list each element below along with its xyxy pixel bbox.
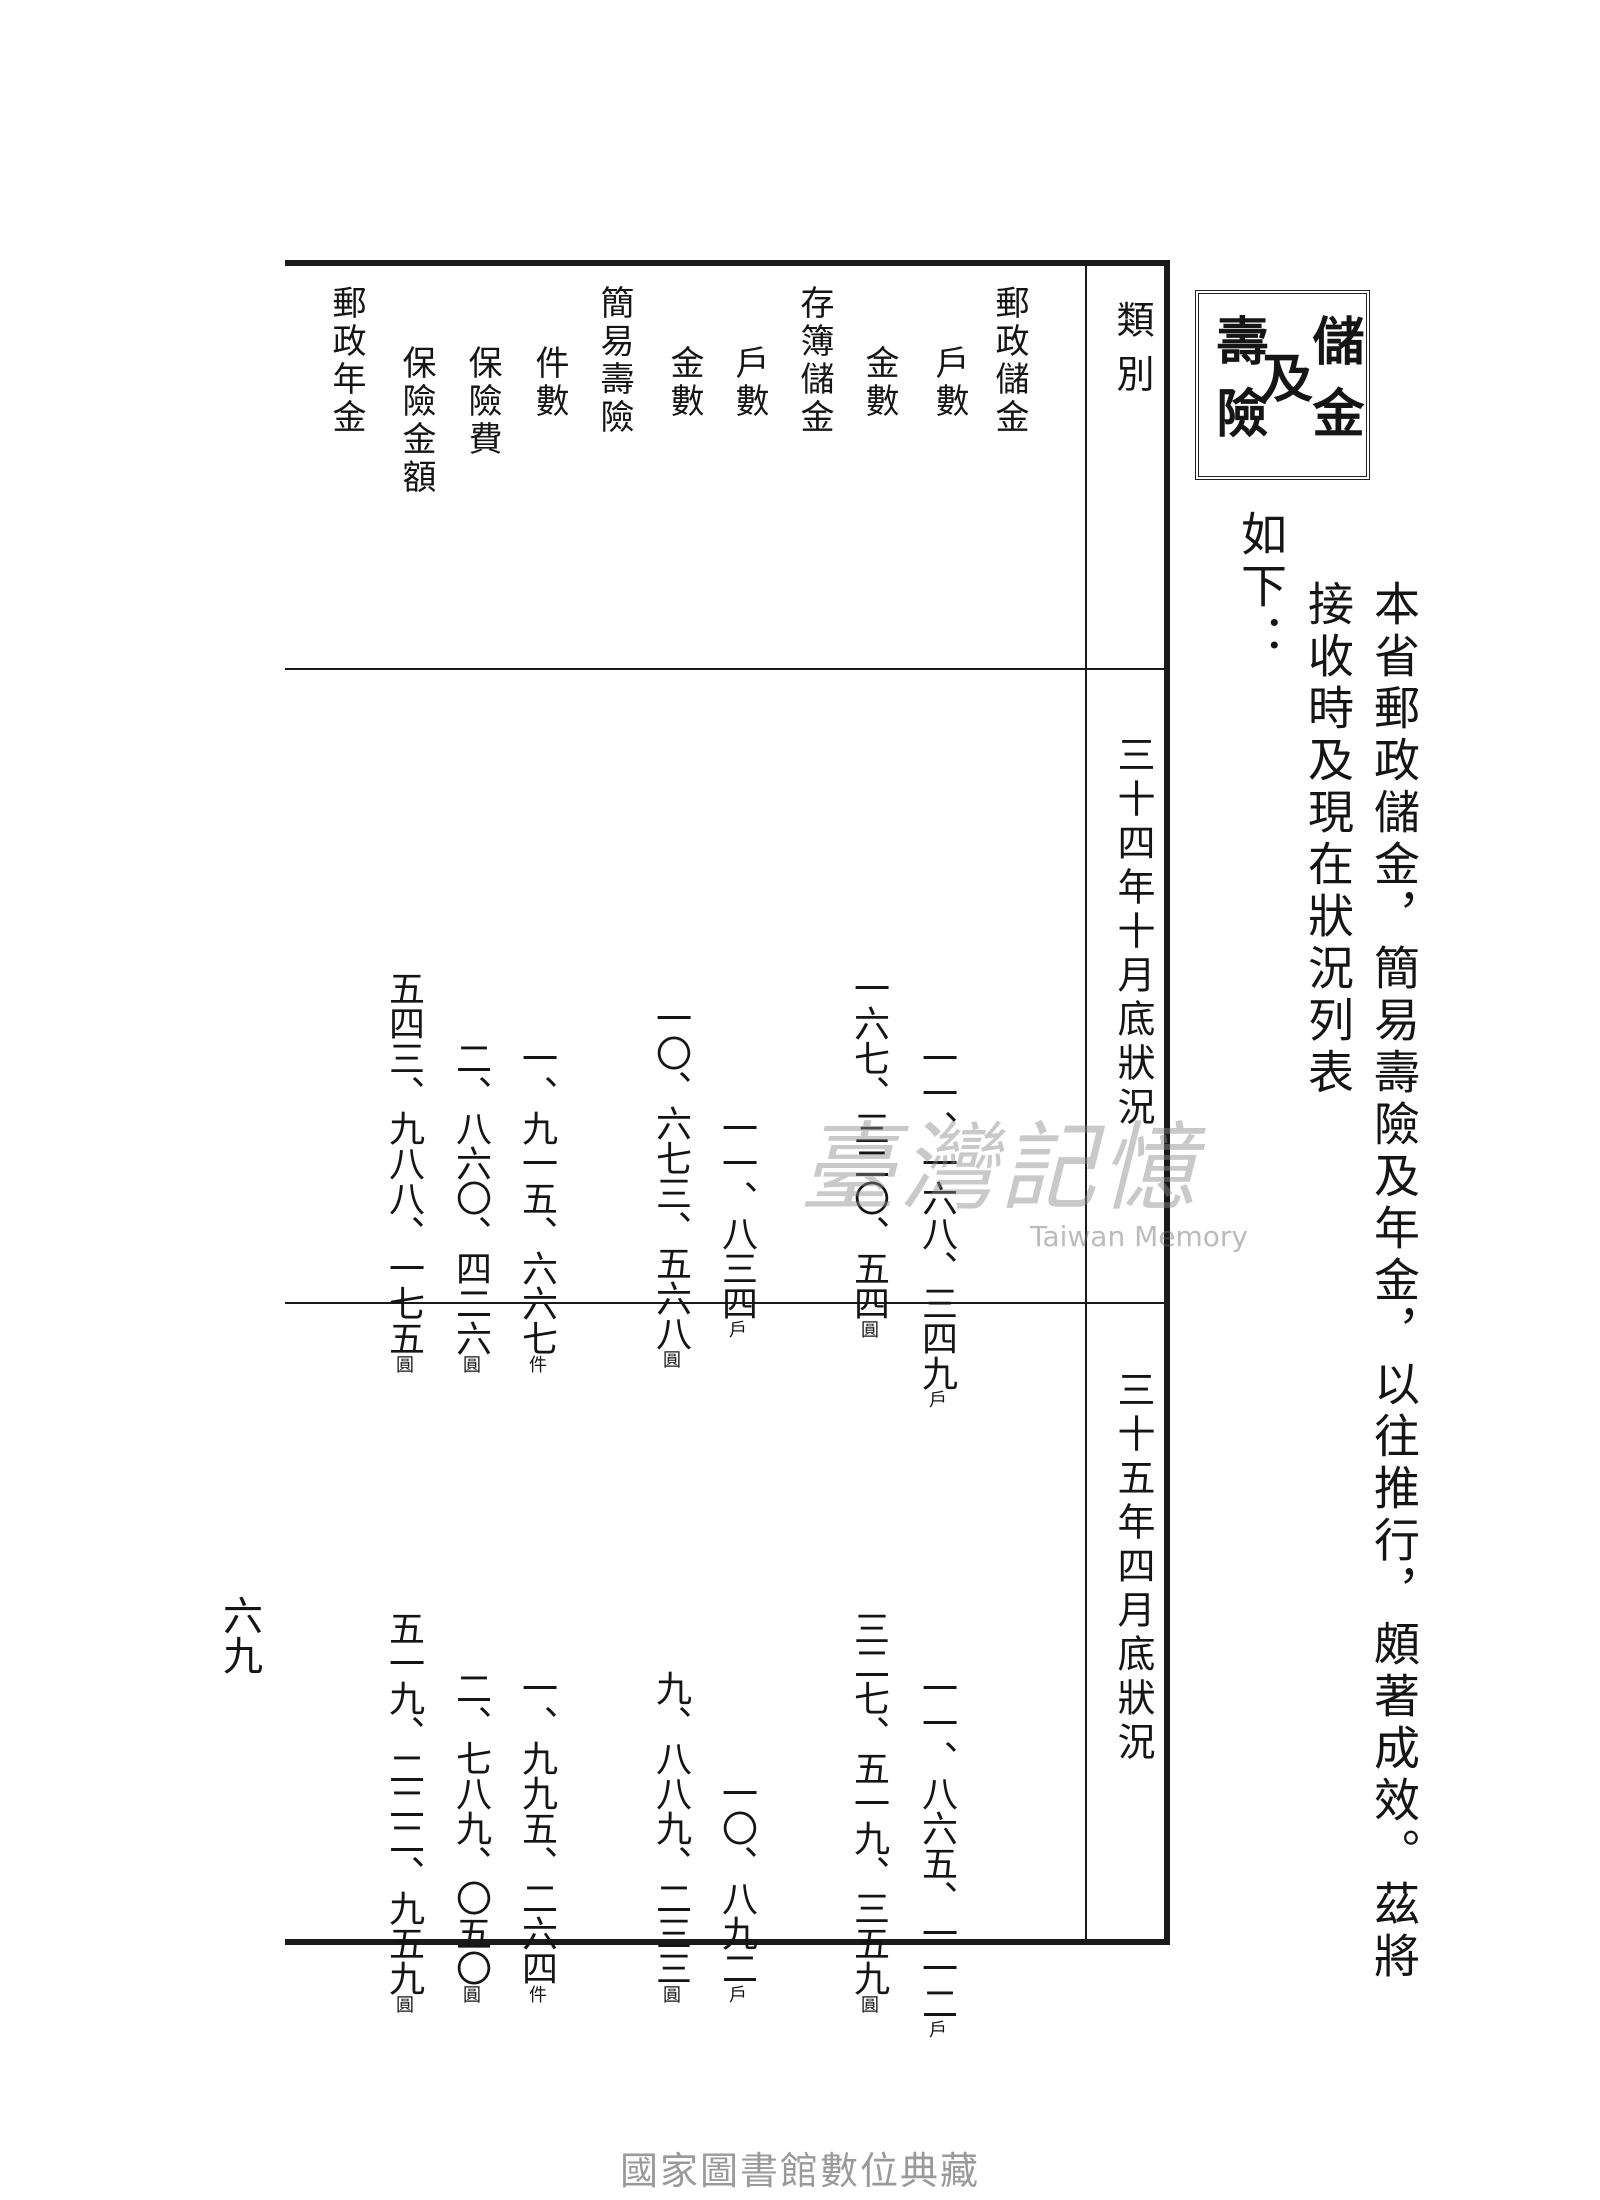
category-header: 類別 <box>1110 300 1154 408</box>
header-divider <box>285 668 1170 670</box>
taiwan-memory-watermark: 臺灣記憶 Taiwan Memory <box>800 1090 1260 1260</box>
period-1946-label: 三十五年四月底狀況 <box>1111 1370 1155 1766</box>
col-header-simple-insurance-group: 簡易壽險 <box>594 285 634 437</box>
category-column-divider <box>1085 262 1087 1942</box>
title-char-shou-xian: 壽險 <box>1207 314 1267 458</box>
value-p1-passbook-accounts: 一一、八三四戶 <box>716 1110 757 1337</box>
value-p2-insurance-count: 一、九九五、二六四件 <box>516 1670 557 2002</box>
value-p2-insurance-amount: 五一九、二二二、九五九圓 <box>383 1610 424 2012</box>
intro-paragraph: 本省郵政儲金，簡易壽險及年金，以往推行，頗著成效。茲將接收時及現在狀況列表 <box>1301 580 1421 1984</box>
value-p1-insurance-amount: 五四三、九八八、一七五圓 <box>383 970 424 1372</box>
col-header-postal-savings-amount: 金數 <box>859 345 899 421</box>
value-p2-insurance-premium: 二、七八九、〇五〇圓 <box>450 1670 491 2002</box>
statistics-table <box>285 260 1170 1945</box>
col-header-postal-savings-group: 郵政儲金 <box>989 285 1029 437</box>
col-header-insurance-amount: 保險金額 <box>396 345 436 497</box>
col-header-passbook-savings-amount: 金數 <box>664 345 704 421</box>
value-p1-passbook-amount: 一〇、六七三、五六八圓 <box>650 1000 691 1367</box>
value-p1-insurance-premium: 二、八六〇、四二六圓 <box>450 1040 491 1372</box>
value-p1-postal-amount: 一六七、三二〇、五四圓 <box>848 970 889 1337</box>
period-divider <box>285 1302 1170 1304</box>
col-header-passbook-savings-group: 存簿儲金 <box>794 285 834 437</box>
section-title-box: 儲金 及 壽險 <box>1195 290 1370 480</box>
period-1945-label: 三十四年十月底狀況 <box>1111 735 1155 1131</box>
value-p1-postal-accounts: 一一、一六八、三四九戶 <box>916 1040 957 1407</box>
value-p2-passbook-accounts: 一〇、八九二戶 <box>716 1775 757 2002</box>
col-header-insurance-count: 件數 <box>529 345 569 421</box>
value-p2-postal-amount: 三二七、五一九、三五九圓 <box>848 1610 889 2012</box>
watermark-glyphs: 臺灣記憶 <box>800 1112 1200 1224</box>
col-header-insurance-premium: 保險費 <box>462 345 502 459</box>
value-p1-insurance-count: 一、九一五、六六七件 <box>516 1040 557 1372</box>
footer-caption: 國家圖書館數位典藏 <box>619 2149 980 2193</box>
col-header-passbook-savings-accounts: 戶數 <box>729 345 769 421</box>
watermark-english: Taiwan Memory <box>1030 1220 1248 1253</box>
title-char-ji: 及 <box>1261 350 1314 410</box>
value-p2-passbook-amount: 九、八八九、二三三圓 <box>650 1670 691 2002</box>
value-p2-postal-accounts: 一一、八六五、一一二戶 <box>916 1670 957 2037</box>
col-header-postal-savings-accounts: 戶數 <box>929 345 969 421</box>
intro-continuation: 如下： <box>1234 510 1288 666</box>
title-char-chu-jin: 儲金 <box>1303 314 1363 458</box>
page-number: 六九 <box>216 1595 262 1675</box>
col-header-postal-annuity: 郵政年金 <box>326 285 366 437</box>
